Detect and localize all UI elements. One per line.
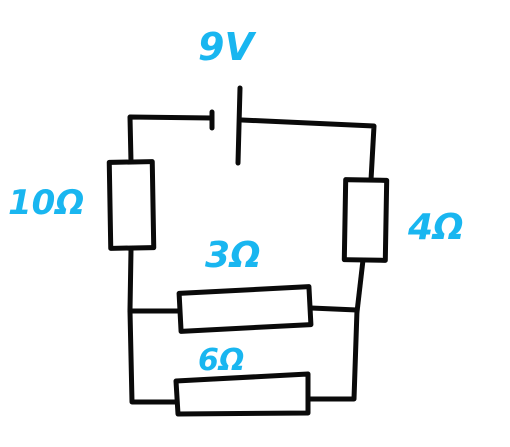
battery-positive-plate [235, 85, 243, 166]
wire-left-lower [127, 308, 179, 405]
wire-right-lower [306, 307, 360, 402]
battery-label: 9V [198, 25, 254, 69]
wire-left-down [127, 247, 134, 313]
resistor-middle-label: 3Ω [205, 235, 261, 276]
resistor-bottom [173, 371, 311, 417]
resistor-left-label: 10Ω [8, 183, 85, 223]
resistor-middle [176, 284, 314, 334]
wire-top-right [239, 117, 377, 183]
wire-right-down [354, 257, 366, 315]
resistor-right-label: 4Ω [408, 207, 464, 248]
wire-top-left [127, 114, 215, 165]
resistor-bottom-label: 6Ω [198, 343, 245, 378]
wire-middle-right [308, 305, 360, 313]
resistor-right [341, 177, 390, 263]
resistor-left [106, 159, 157, 251]
